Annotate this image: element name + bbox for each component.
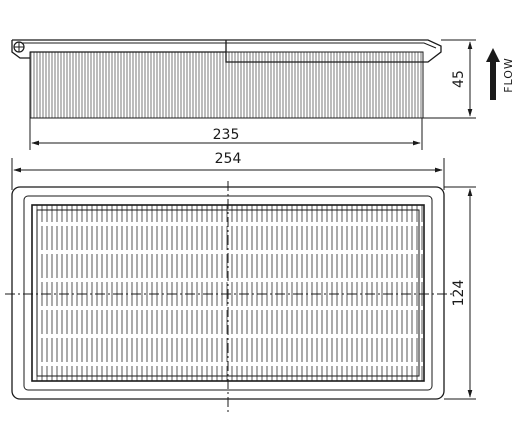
dimension-235: 235: [29, 118, 423, 150]
side-view-pleats: [29, 51, 424, 119]
dimension-124: 124: [444, 186, 476, 400]
flow-arrow-icon: [486, 48, 500, 100]
dimension-235-label: 235: [213, 127, 240, 143]
dimension-45-label: 45: [451, 70, 467, 88]
dimension-124-label: 124: [451, 280, 467, 307]
side-view: [11, 39, 442, 119]
flow-label: FLOW: [502, 57, 515, 93]
dimension-45: 45: [423, 39, 476, 119]
side-view-frame: [11, 39, 442, 63]
top-view: [5, 181, 452, 412]
dimension-254: 254: [11, 151, 445, 190]
dimension-254-label: 254: [215, 151, 242, 167]
flow-indicator: FLOW: [486, 48, 515, 100]
